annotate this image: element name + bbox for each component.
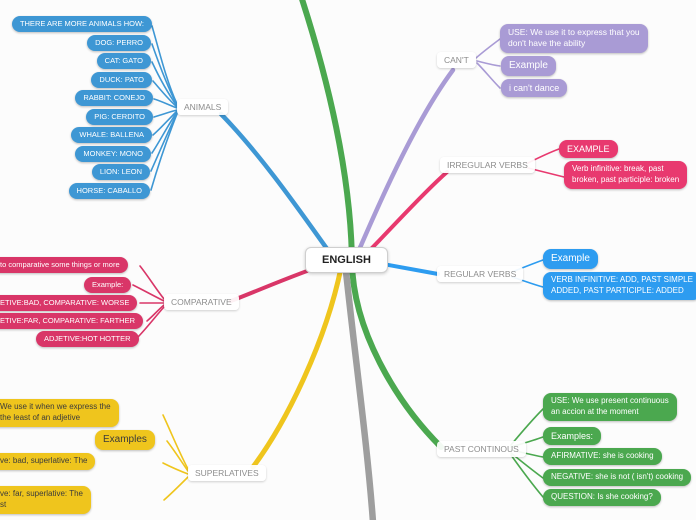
branch-label-past-continous[interactable]: PAST CONTINOUS (437, 441, 526, 457)
superlatives-child-connectors (162, 414, 189, 501)
past-continous-child-node[interactable]: AFIRMATIVE: she is cooking (543, 448, 662, 465)
animals-child-connectors (150, 25, 178, 191)
past-continous-child-node[interactable]: USE: We use present continuous an accion… (543, 393, 677, 421)
cant-branch-curve (356, 67, 456, 253)
past-continous-child-node[interactable]: Examples: (543, 427, 602, 446)
branch-label-superlatives[interactable]: SUPERLATIVES (188, 465, 266, 481)
branch-label-comparative[interactable]: COMPARATIVE (164, 294, 239, 310)
comparative-child-node[interactable]: ETIVE:BAD, COMPARATIVE: WORSE (0, 295, 138, 312)
superlatives-child-node[interactable]: Examples (95, 430, 155, 450)
branch-label-animals[interactable]: ANIMALS (177, 99, 229, 115)
animals-child-node[interactable]: CAT: GATO (96, 53, 151, 70)
comparative-child-node[interactable]: ADJETIVE:HOT HOTTER (36, 331, 139, 348)
gray-branch-curve (341, 258, 377, 520)
animals-child-node[interactable]: HORSE: CABALLO (68, 183, 150, 200)
irregular-child-node[interactable]: EXAMPLE (559, 140, 618, 159)
irregular-verbs-branch-curve (364, 170, 449, 256)
animals-child-node[interactable]: LION: LEON (91, 164, 150, 181)
animals-child-node[interactable]: DOG: PERRO (87, 35, 151, 52)
cant-child-connectors (475, 38, 501, 89)
animals-child-node[interactable]: WHALE: BALLENA (71, 127, 152, 144)
animals-child-node[interactable]: RABBIT: CONEJO (75, 90, 153, 107)
branch-label-regular-verbs[interactable]: REGULAR VERBS (437, 266, 524, 282)
superlatives-child-node[interactable]: We use it when we express the the least … (0, 399, 119, 427)
animals-child-node[interactable]: DUCK: PATO (91, 72, 152, 89)
comparative-child-node[interactable]: to comparative some things or more (0, 257, 128, 274)
superlatives-child-node[interactable]: ve: far, superlative: The st (0, 486, 92, 514)
animals-child-node[interactable]: MONKEY: MONO (75, 146, 151, 163)
superlatives-branch-curve (250, 265, 344, 470)
animals-branch-curve (218, 111, 333, 256)
comparative-child-connectors (132, 265, 165, 339)
cant-child-node[interactable]: i can't dance (501, 79, 568, 98)
past-continous-child-node[interactable]: NEGATIVE: she is not ( isn't) cooking (543, 469, 692, 486)
root-node-english[interactable]: ENGLISH (305, 247, 388, 273)
irregular-child-node[interactable]: Verb infinitive: break, past broken, pas… (564, 161, 688, 189)
past-continous-child-node[interactable]: QUESTION: Is she cooking? (543, 489, 661, 506)
cant-child-node[interactable]: Example (501, 56, 556, 76)
cant-child-node[interactable]: USE: We use it to express that you don't… (500, 24, 648, 53)
animals-child-node[interactable]: PIG: CERDITO (86, 109, 153, 126)
branch-label-cant[interactable]: CAN'T (437, 52, 476, 68)
comparative-child-node[interactable]: Example: (84, 277, 132, 294)
regular-child-node[interactable]: VERB INFINITIVE: ADD, PAST SIMPLE ADDED,… (543, 272, 696, 300)
animals-child-node[interactable]: THERE ARE MORE ANIMALS HOW: (11, 16, 152, 33)
comparative-child-node[interactable]: ETIVE:FAR, COMPARATIVE: FARTHER (0, 313, 144, 330)
regular-child-node[interactable]: Example (543, 249, 598, 269)
superlatives-child-node[interactable]: ve: bad, superlative: The (0, 453, 96, 470)
branch-label-irregular-verbs[interactable]: IRREGULAR VERBS (440, 157, 535, 173)
